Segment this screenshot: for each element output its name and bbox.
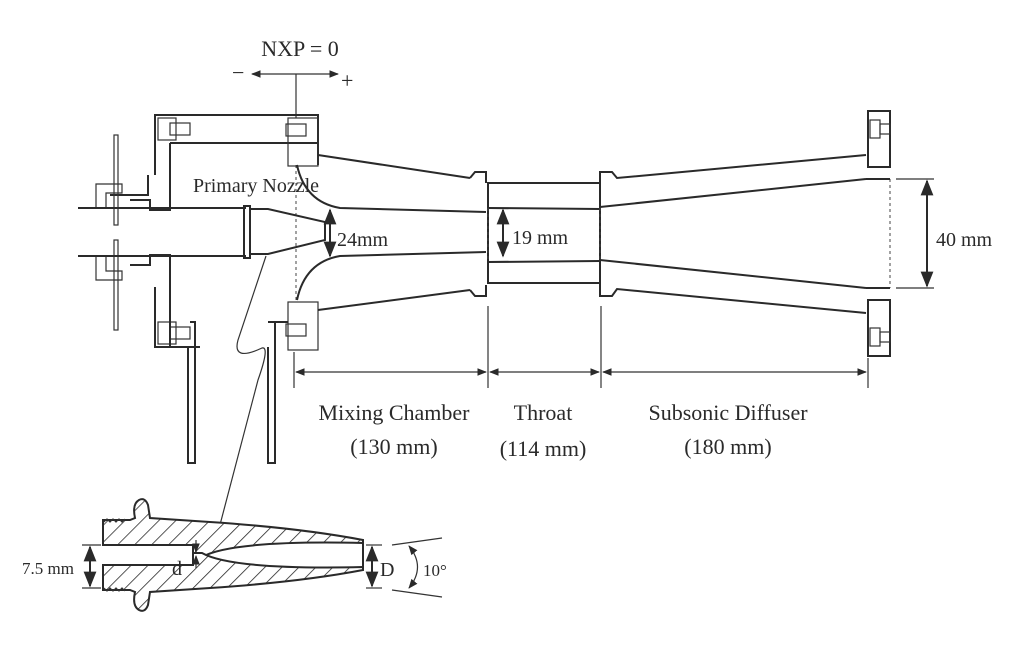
gland-fittings (95, 134, 123, 331)
throat-d-label: d (172, 558, 182, 580)
section-name-throat: Throat (514, 400, 573, 425)
subsonic-diffuser (599, 110, 891, 357)
suction-chamber (110, 114, 319, 351)
section-length-throat: (114 mm) (500, 436, 587, 461)
primary-nozzle-label: Primary Nozzle (193, 175, 319, 197)
nozzle-thread-top (103, 518, 126, 523)
angle-arc (408, 545, 419, 589)
primary-nozzle (78, 205, 326, 259)
inlet-diameter-label: 7.5 mm (22, 559, 74, 578)
nxp-plus-sign: + (341, 68, 353, 93)
nozzle-detail (102, 498, 364, 612)
exit-d-label: D (380, 559, 394, 581)
nxp-minus-sign: − (232, 60, 244, 85)
section-name-subsonic-diffuser: Subsonic Diffuser (648, 400, 808, 425)
section-dimensions (293, 306, 869, 388)
divergence-angle-label: 10° (423, 561, 447, 580)
section-length-subsonic-diffuser: (180 mm) (684, 434, 771, 459)
section-name-mixing-chamber: Mixing Chamber (319, 400, 471, 425)
nxp-reference: NXP = 0 − + (232, 36, 353, 300)
mixing-chamber (296, 154, 487, 311)
throat-dimension: 19 mm (512, 227, 569, 249)
detail-leader-line (215, 255, 267, 541)
outlet-dimension: 40 mm (936, 229, 993, 251)
section-length-mixing-chamber: (130 mm) (350, 434, 437, 459)
mixing-inlet-dimension: 24mm (337, 229, 389, 251)
nozzle-upper-wall (102, 498, 364, 558)
nozzle-lower-wall (102, 552, 364, 612)
secondary-inlet (187, 321, 288, 464)
nxp-label: NXP = 0 (261, 36, 339, 61)
angle-line-bottom (391, 589, 443, 598)
nozzle-thread-bottom (103, 587, 126, 592)
angle-line-top (391, 537, 443, 546)
throat (487, 182, 601, 284)
